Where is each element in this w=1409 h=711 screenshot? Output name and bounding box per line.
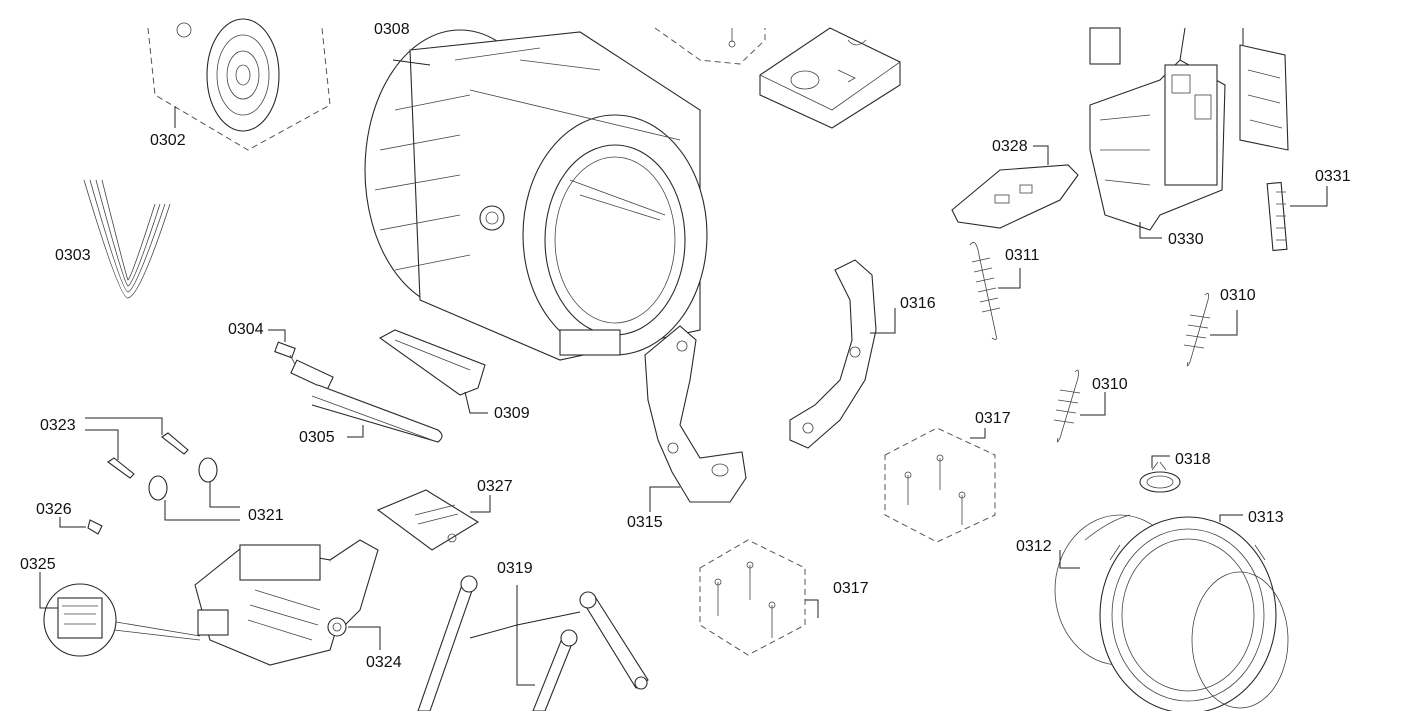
label-0318: 0318: [1175, 451, 1211, 468]
mounting-plate-part: [951, 164, 1079, 229]
counterweight-right-part: [789, 259, 877, 449]
label-0310b: 0310: [1092, 376, 1128, 393]
drum-paddle-part: [378, 329, 486, 396]
leader-0309: [464, 391, 488, 414]
label-0330: 0330: [1168, 231, 1204, 248]
leader-0310a: [1210, 310, 1238, 336]
display-board-part: [1239, 44, 1289, 151]
screw-kit-upper-part: [884, 427, 996, 543]
label-0309: 0309: [494, 405, 530, 422]
label-0315: 0315: [627, 514, 663, 531]
clip-part: [87, 519, 103, 535]
sensor-plug-part: [274, 341, 297, 367]
label-0317a: 0317: [975, 410, 1011, 427]
insulation-pad-part: [376, 489, 480, 551]
leader-0323b: [85, 417, 163, 435]
shock-absorbers-part: [417, 575, 649, 711]
leader-0330-top: [1179, 27, 1186, 61]
leader-0316: [870, 308, 896, 334]
leader-0319b: [516, 611, 581, 626]
leader-0310b: [1080, 392, 1106, 416]
label-0311: 0311: [1005, 247, 1040, 264]
leader-0319c: [516, 625, 535, 686]
leader-0326: [59, 517, 86, 528]
spring-0310-upper-part: [1183, 292, 1211, 367]
label-0302: 0302: [150, 132, 186, 149]
label-0328: 0328: [992, 138, 1028, 155]
label-0312: 0312: [1016, 538, 1052, 555]
label-0303: 0303: [55, 247, 91, 264]
leader-0317b: [805, 599, 819, 618]
front-ring-part: [1099, 516, 1289, 711]
screws-feet-part: [107, 432, 218, 501]
leader-0321a: [164, 500, 240, 521]
leader-0318: [1151, 455, 1170, 468]
screw-kit-lower-part: [699, 539, 806, 656]
leader-0319a: [469, 585, 518, 639]
leader-0304: [268, 329, 286, 342]
spring-0310-lower-part: [1053, 369, 1081, 443]
control-board-part: [1089, 27, 1226, 231]
leader-0323a: [85, 429, 119, 460]
label-0326: 0326: [36, 501, 72, 518]
leader-0308: [392, 59, 431, 66]
spring-0311-part: [969, 242, 1001, 340]
leader-0325: [39, 572, 58, 609]
pulley-part: [147, 18, 331, 151]
leader-0313: [1219, 514, 1243, 522]
leader-0315: [649, 486, 680, 512]
connector-detail-part: [43, 583, 201, 657]
label-0305: 0305: [299, 429, 335, 446]
leader-0317a: [970, 428, 986, 439]
label-0324: 0324: [366, 654, 402, 671]
label-0319: 0319: [497, 560, 533, 577]
leader-0328: [1033, 145, 1049, 165]
connector-strip-part: [1266, 181, 1288, 252]
label-0316: 0316: [900, 295, 936, 312]
belt-part: [83, 179, 171, 299]
leader-0305: [347, 425, 364, 438]
heating-element-part: [290, 359, 443, 443]
cover-box-part: [759, 27, 901, 129]
label-0327: 0327: [477, 478, 513, 495]
label-0317b: 0317: [833, 580, 869, 597]
label-0331: 0331: [1315, 168, 1351, 185]
label-0321: 0321: [248, 507, 284, 524]
hose-clamp-part: [1139, 461, 1181, 493]
label-0304: 0304: [228, 321, 264, 338]
leader-0330: [1139, 222, 1162, 239]
motor-part: [194, 539, 379, 666]
label-0325: 0325: [20, 556, 56, 573]
label-0310a: 0310: [1220, 287, 1256, 304]
leader-0321b: [209, 482, 240, 508]
label-0313: 0313: [1248, 509, 1284, 526]
leader-0331: [1290, 186, 1328, 207]
label-0308: 0308: [374, 21, 410, 38]
screw-set-top: [654, 27, 766, 65]
leader-0312: [1059, 550, 1080, 569]
drum-tub-part: [364, 29, 708, 361]
leader-0311: [998, 268, 1021, 289]
counterweight-left-part: [644, 325, 747, 503]
label-0323: 0323: [40, 417, 76, 434]
leader-0324: [348, 626, 381, 650]
leader-0327: [470, 495, 491, 513]
